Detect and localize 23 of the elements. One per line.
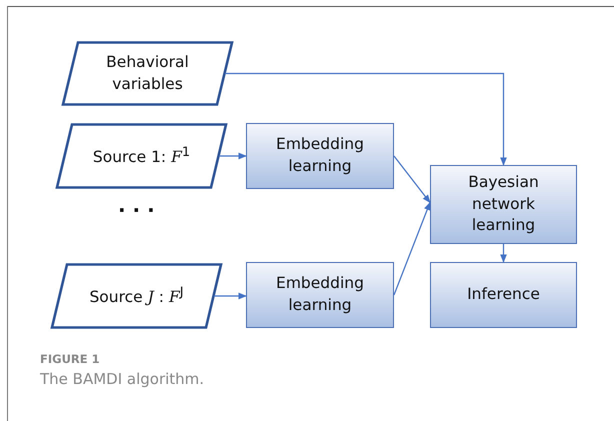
node-label: Embedding learning <box>275 273 365 316</box>
process-box <box>246 123 394 189</box>
figure-caption: The BAMDI algorithm. <box>40 370 204 388</box>
ellipsis-label: · · · <box>118 198 155 222</box>
process-box <box>246 262 394 328</box>
node-label: Behavioral variables <box>105 52 190 94</box>
arrow <box>500 244 507 263</box>
data-parallelogram <box>62 41 233 106</box>
process-box <box>430 262 577 328</box>
arrow <box>219 152 247 160</box>
node-label: Bayesian network learning <box>467 172 540 236</box>
node-label: Source J : F$^{J}$ <box>88 284 185 308</box>
arrow <box>214 292 247 300</box>
process-box <box>430 165 577 244</box>
figure-number: FIGURE 1 <box>40 352 100 366</box>
arrow <box>393 202 431 296</box>
node-label: Embedding learning <box>275 134 365 177</box>
node-label: Inference <box>466 284 541 306</box>
data-parallelogram <box>56 123 227 189</box>
node-label: Source 1: F$^{1}$ <box>92 144 192 168</box>
arrow <box>394 156 431 204</box>
arrow <box>225 72 507 166</box>
data-parallelogram <box>51 263 222 329</box>
